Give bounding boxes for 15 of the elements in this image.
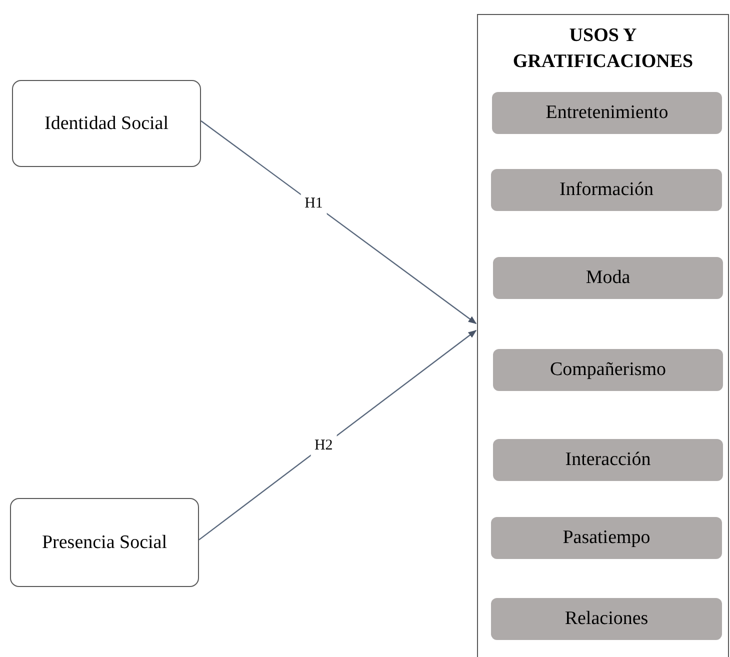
category-box: Pasatiempo [491,517,722,559]
category-box: Interacción [493,439,723,481]
arrow [200,120,477,324]
arrow [198,330,477,540]
category-box: Relaciones [491,598,722,640]
edge-label: H2 [310,434,337,458]
category-box: Moda [493,257,723,299]
group-panel [477,14,729,657]
category-box: Compañerismo [493,349,723,391]
edge-label: H1 [300,192,327,216]
group-heading: USOS Y GRATIFICACIONES [512,24,694,74]
concept-box: Presencia Social [10,498,199,587]
category-box: Información [491,169,722,211]
category-box: Entretenimiento [492,92,722,134]
concept-box: Identidad Social [12,80,201,167]
